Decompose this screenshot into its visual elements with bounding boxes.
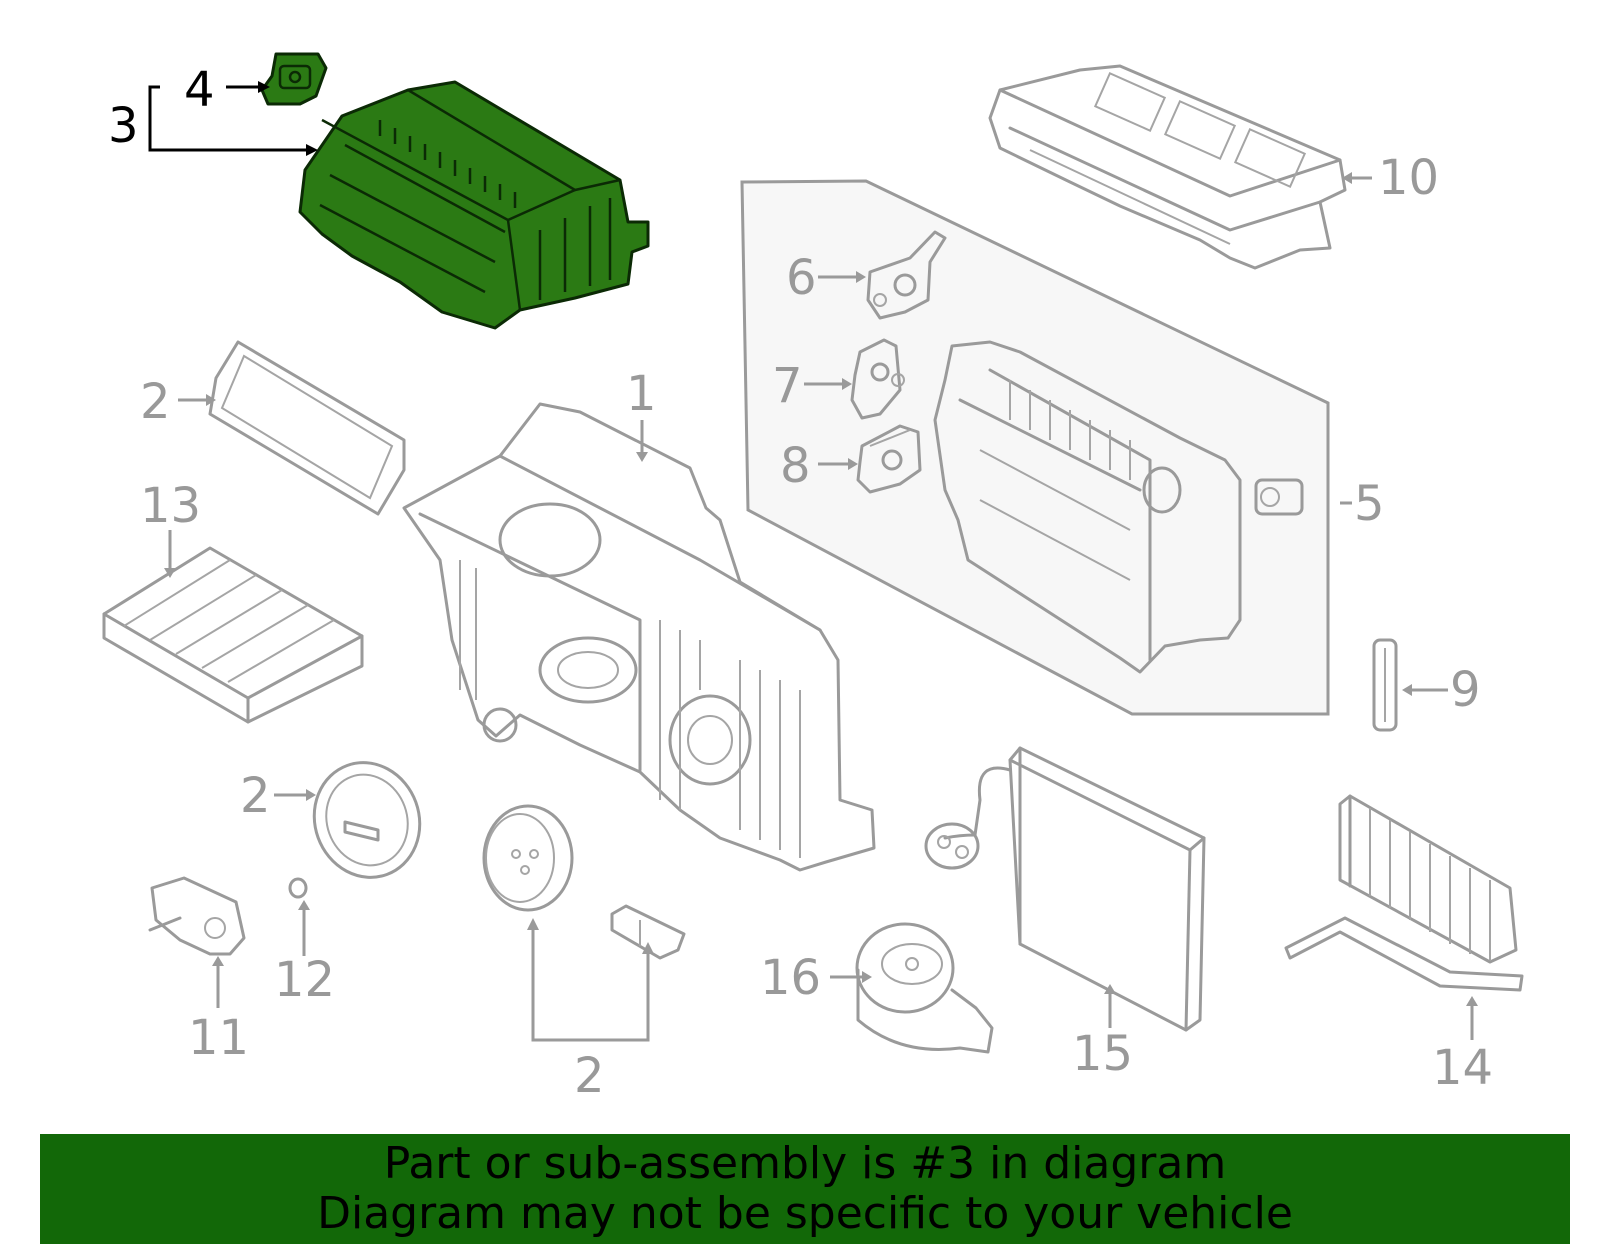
part-9-seal-strip[interactable] (1372, 638, 1398, 732)
callout-12: 12 (274, 952, 335, 1008)
part-10-upper-housing[interactable] (988, 64, 1347, 270)
leader-lines (148, 81, 1478, 1042)
callout-7: 7 (772, 358, 803, 414)
part-6-actuator[interactable] (866, 230, 947, 320)
part-2-oval-seal[interactable] (298, 748, 435, 893)
part-2-gasket-frame[interactable] (208, 340, 406, 516)
part-3-highlighted-housing[interactable] (298, 80, 650, 330)
part-7-actuator[interactable] (850, 338, 905, 420)
part-1-hvac-housing[interactable] (402, 402, 876, 872)
callout-16: 16 (760, 950, 821, 1006)
callout-2-seal: 2 (240, 768, 271, 824)
assembly-5-panel (740, 179, 1330, 716)
part-8-actuator[interactable] (856, 424, 922, 494)
callout-1: 1 (626, 366, 657, 422)
callout-15: 15 (1072, 1026, 1133, 1082)
banner-line-2: Diagram may not be specific to your vehi… (317, 1188, 1293, 1239)
callout-2-disc: 2 (574, 1048, 605, 1104)
callout-5: 5 (1354, 476, 1385, 532)
callout-3: 3 (108, 98, 139, 154)
part-2-blower-disc[interactable] (482, 804, 574, 912)
part-2-clip[interactable] (610, 904, 686, 960)
part-14-heater-core[interactable] (1284, 794, 1524, 992)
part-11-sensor[interactable] (148, 876, 246, 956)
banner-line-1: Part or sub-assembly is #3 in diagram (383, 1138, 1227, 1189)
info-banner: Part or sub-assembly is #3 in diagram Di… (40, 1134, 1570, 1244)
callout-13: 13 (140, 478, 201, 534)
callout-2-frame: 2 (140, 374, 171, 430)
part-15-evaporator-core[interactable] (924, 746, 1206, 1032)
callout-9: 9 (1450, 662, 1481, 718)
part-4-highlighted-actuator[interactable] (260, 52, 328, 106)
callout-11: 11 (188, 1010, 249, 1066)
part-13-cabin-filter[interactable] (102, 546, 364, 724)
assembly-5-hvac-case[interactable] (933, 340, 1304, 674)
callout-14: 14 (1432, 1040, 1493, 1096)
callout-10: 10 (1378, 150, 1439, 206)
part-16-blower-motor[interactable] (855, 922, 994, 1054)
callout-8: 8 (780, 438, 811, 494)
callout-4: 4 (184, 62, 215, 118)
part-12-oring[interactable] (288, 877, 308, 899)
callout-6: 6 (786, 250, 817, 306)
